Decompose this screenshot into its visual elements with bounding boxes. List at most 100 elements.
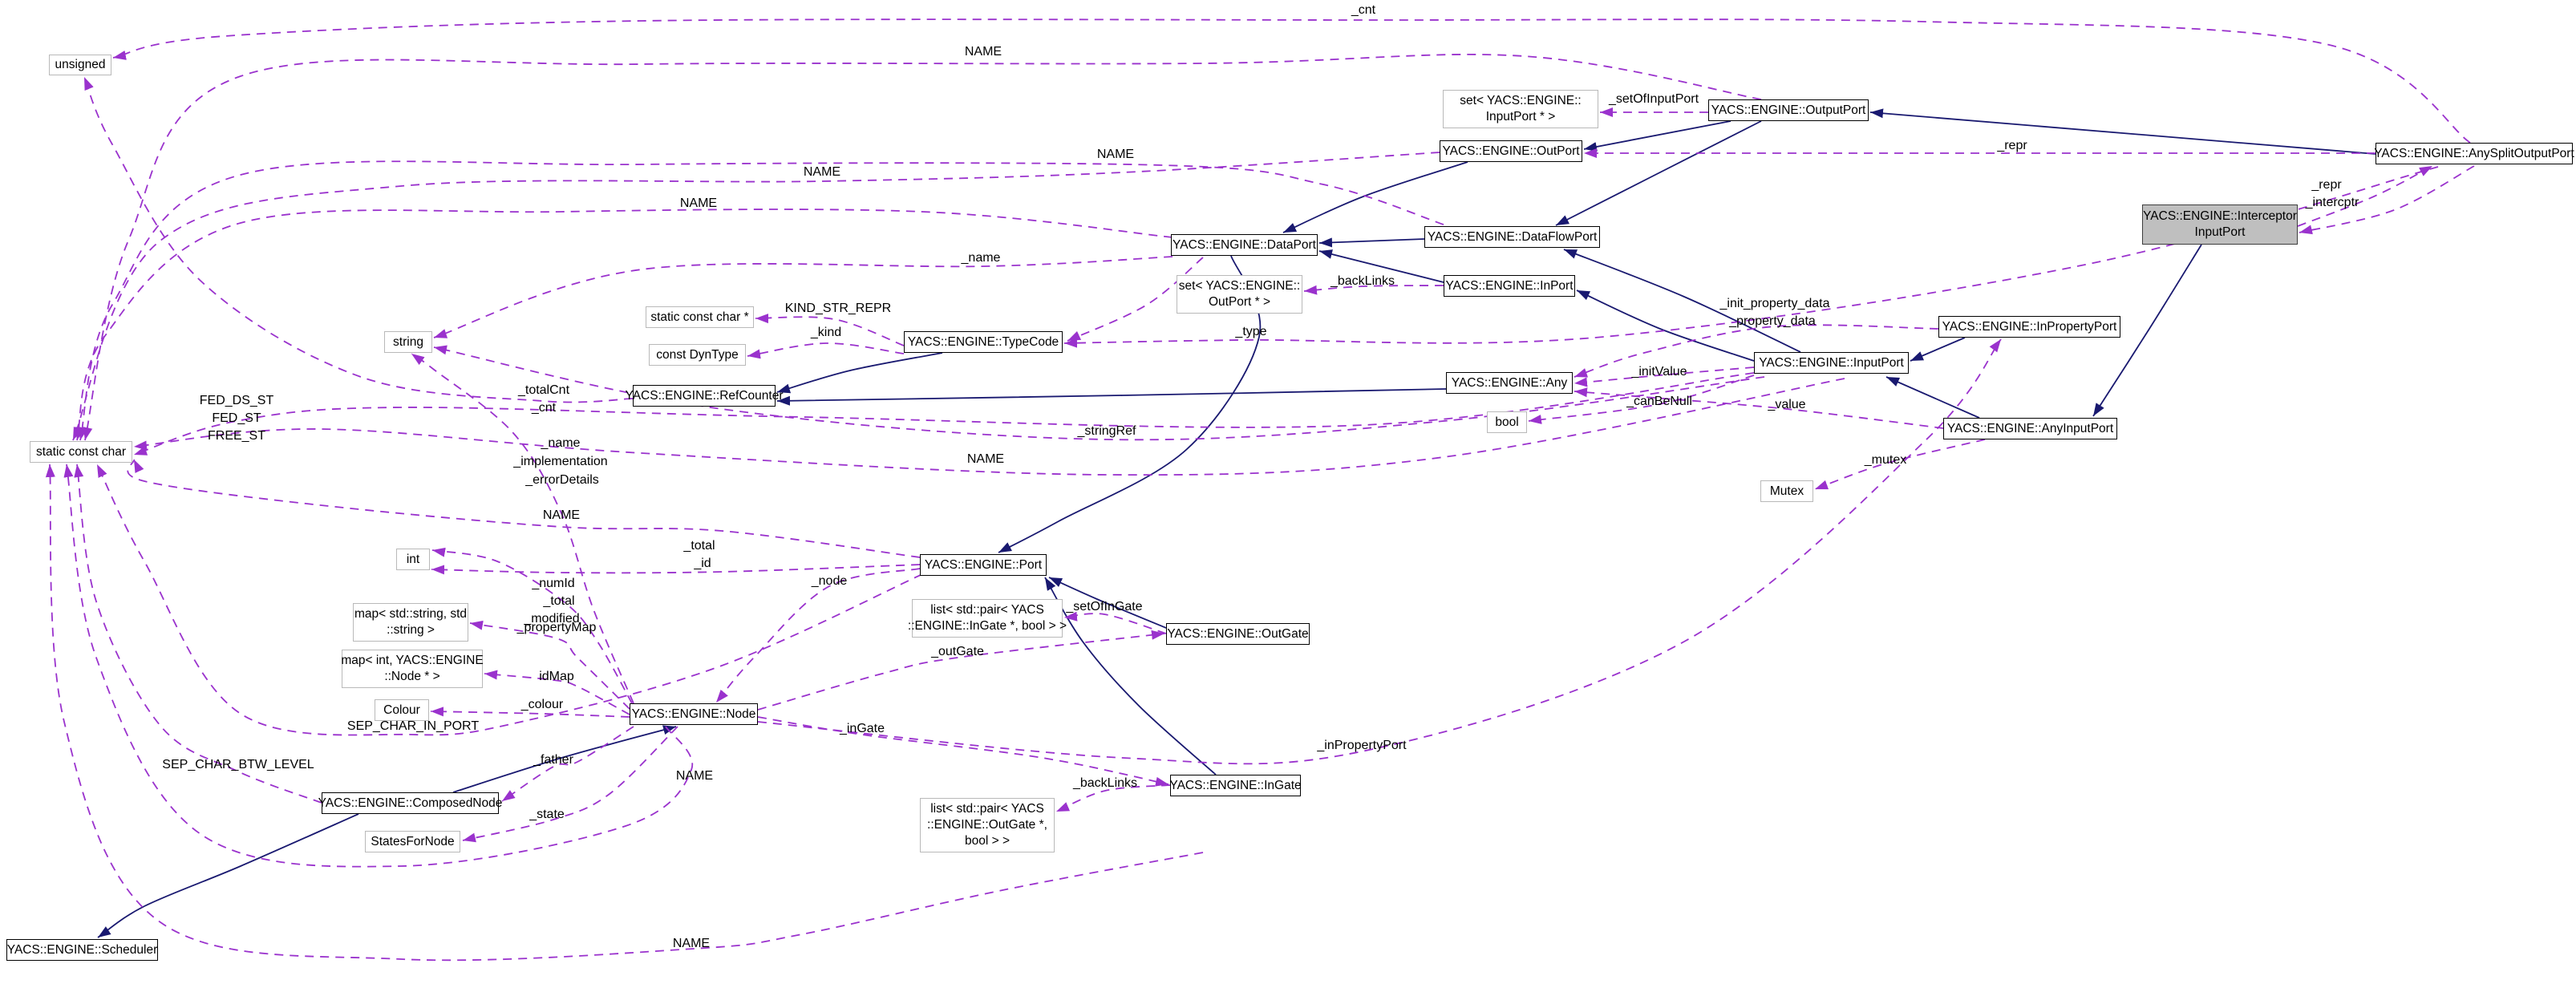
edge-label-22: FED_ST	[212, 411, 261, 425]
class-node-list-ingate: list< std::pair< YACS ::ENGINE::InGate *…	[908, 599, 1067, 638]
class-node-interceptorinputport: YACS::ENGINE::Interceptor InputPort	[2142, 204, 2298, 245]
inheritance-edge-0	[1869, 108, 2376, 155]
usage-edge-20	[2297, 165, 2433, 227]
edge-label-31: _total	[682, 539, 715, 553]
edge-label-19: _totalCnt	[517, 383, 570, 397]
edge-label-38: _propertyMap	[516, 621, 597, 634]
inheritance-edge-8	[1910, 337, 1966, 362]
class-node-dataport[interactable]: YACS::ENGINE::DataPort	[1171, 234, 1318, 256]
class-node-typecode[interactable]: YACS::ENGINE::TypeCode	[904, 331, 1063, 353]
edge-label-44: _father	[533, 753, 573, 767]
inheritance-edge-13	[998, 255, 1262, 553]
usage-edge-32	[755, 314, 905, 346]
class-node-mutex: Mutex	[1760, 480, 1813, 502]
usage-edge-30	[133, 372, 1755, 456]
edge-label-49: _backLinks	[1072, 776, 1137, 790]
edge-label-26: _name	[541, 436, 581, 450]
edge-label-6: _repr	[1996, 139, 2027, 152]
class-node-inport[interactable]: YACS::ENGINE::InPort	[1444, 275, 1575, 297]
inheritance-edge-10	[2092, 244, 2202, 417]
usage-edge-44	[431, 547, 633, 704]
class-node-outputport[interactable]: YACS::ENGINE::OutputPort	[1708, 99, 1869, 121]
edge-label-10: _backLinks	[1330, 274, 1395, 288]
edge-label-46: _inPropertyPort	[1316, 739, 1407, 752]
class-node-outgate[interactable]: YACS::ENGINE::OutGate	[1166, 623, 1310, 645]
class-node-list-outgate: list< std::pair< YACS ::ENGINE::OutGate …	[920, 798, 1055, 852]
edge-label-9: _name	[961, 251, 1001, 265]
class-node-dataflowport[interactable]: YACS::ENGINE::DataFlowPort	[1424, 226, 1600, 248]
class-node-const-dyntype: const DynType	[649, 344, 746, 366]
edge-label-5: NAME	[680, 196, 717, 210]
class-node-anyinputport[interactable]: YACS::ENGINE::AnyInputPort	[1943, 418, 2117, 439]
edge-label-33: _numId	[531, 577, 574, 590]
edge-label-48: _state	[529, 808, 565, 821]
usage-edge-49	[501, 726, 634, 802]
class-node-anysplitoutputport[interactable]: YACS::ENGINE::AnySplitOutputPort	[2374, 143, 2574, 164]
edge-label-14: _kind	[810, 326, 841, 339]
inheritance-edge-3	[1282, 161, 1468, 233]
usage-edge-47	[430, 707, 630, 718]
usage-edge-28	[433, 345, 1765, 441]
class-node-map-int-node: map< int, YACS::ENGINE ::Node * >	[341, 650, 484, 688]
inheritance-edge-12	[776, 388, 1447, 406]
class-node-composednode[interactable]: YACS::ENGINE::ComposedNode	[318, 792, 502, 814]
edge-label-30: NAME	[543, 508, 580, 522]
usage-edge-35	[1067, 257, 1204, 342]
class-node-set-inputport: set< YACS::ENGINE:: InputPort * >	[1443, 90, 1598, 128]
usage-edge-60	[45, 464, 1204, 962]
edge-label-8: _intercptr	[2305, 196, 2359, 209]
usage-edge-29	[133, 378, 1845, 476]
class-node-unsigned: unsigned	[49, 55, 111, 75]
usage-edge-59	[757, 338, 2002, 765]
usage-edge-43	[431, 564, 921, 575]
usage-edge-33	[747, 342, 905, 359]
inheritance-edge-5	[1318, 249, 1444, 283]
usage-edge-56	[1063, 611, 1167, 634]
class-node-inputport[interactable]: YACS::ENGINE::InputPort	[1754, 352, 1909, 374]
usage-edge-31	[83, 76, 634, 403]
inheritance-edge-11	[776, 352, 943, 394]
class-node-node[interactable]: YACS::ENGINE::Node	[630, 703, 758, 725]
class-node-int: int	[396, 549, 430, 570]
edge-label-47: SEP_CHAR_BTW_LEVEL	[162, 758, 314, 771]
usage-edge-42	[127, 459, 921, 558]
class-node-statesfornode: StatesForNode	[365, 831, 460, 852]
inheritance-edge-4	[1318, 237, 1425, 248]
edge-label-23: FREE_ST	[208, 429, 265, 443]
class-node-port[interactable]: YACS::ENGINE::Port	[920, 554, 1047, 576]
class-node-map-string-string: map< std::string, std ::string >	[353, 603, 468, 642]
usage-edge-51	[74, 464, 322, 804]
edge-label-16: _initValue	[1630, 365, 1687, 379]
class-node-ingate[interactable]: YACS::ENGINE::InGate	[1169, 775, 1302, 796]
edge-label-35: _modified	[523, 612, 579, 626]
edge-label-43: _inGate	[839, 722, 885, 735]
class-node-inpropertyport[interactable]: YACS::ENGINE::InPropertyPort	[1938, 316, 2120, 338]
edge-label-42: SEP_CHAR_IN_PORT	[347, 719, 479, 733]
class-node-refcounter[interactable]: YACS::ENGINE::RefCounter	[626, 385, 784, 407]
usage-edge-55	[757, 716, 1169, 787]
usage-edge-50	[63, 464, 694, 868]
class-node-colour: Colour	[375, 699, 429, 721]
inheritance-edge-6	[1576, 290, 1755, 362]
class-node-outport[interactable]: YACS::ENGINE::OutPort	[1440, 140, 1582, 162]
edge-label-36: _node	[811, 574, 848, 588]
class-node-static-const-char-star: static const char *	[646, 306, 754, 328]
inheritance-edge-14	[1048, 577, 1167, 629]
inheritance-edge-2	[1555, 120, 1762, 226]
class-node-string: string	[384, 331, 432, 353]
edge-label-2: _setOfInputPort	[1608, 92, 1699, 106]
inheritance-edge-17	[97, 813, 359, 938]
edge-label-27: _implementation	[512, 455, 607, 468]
edge-label-37: _setOfInGate	[1065, 600, 1142, 613]
usage-edge-21	[2299, 165, 2475, 235]
usage-edge-54	[757, 630, 1165, 711]
class-node-scheduler[interactable]: YACS::ENGINE::Scheduler	[6, 939, 158, 961]
edge-label-25: NAME	[967, 452, 1004, 466]
class-node-any[interactable]: YACS::ENGINE::Any	[1446, 372, 1573, 394]
inheritance-edge-16	[452, 725, 677, 793]
usage-edge-48	[96, 464, 923, 736]
usage-edge-23	[83, 53, 1762, 441]
usage-edge-25	[72, 152, 1440, 441]
